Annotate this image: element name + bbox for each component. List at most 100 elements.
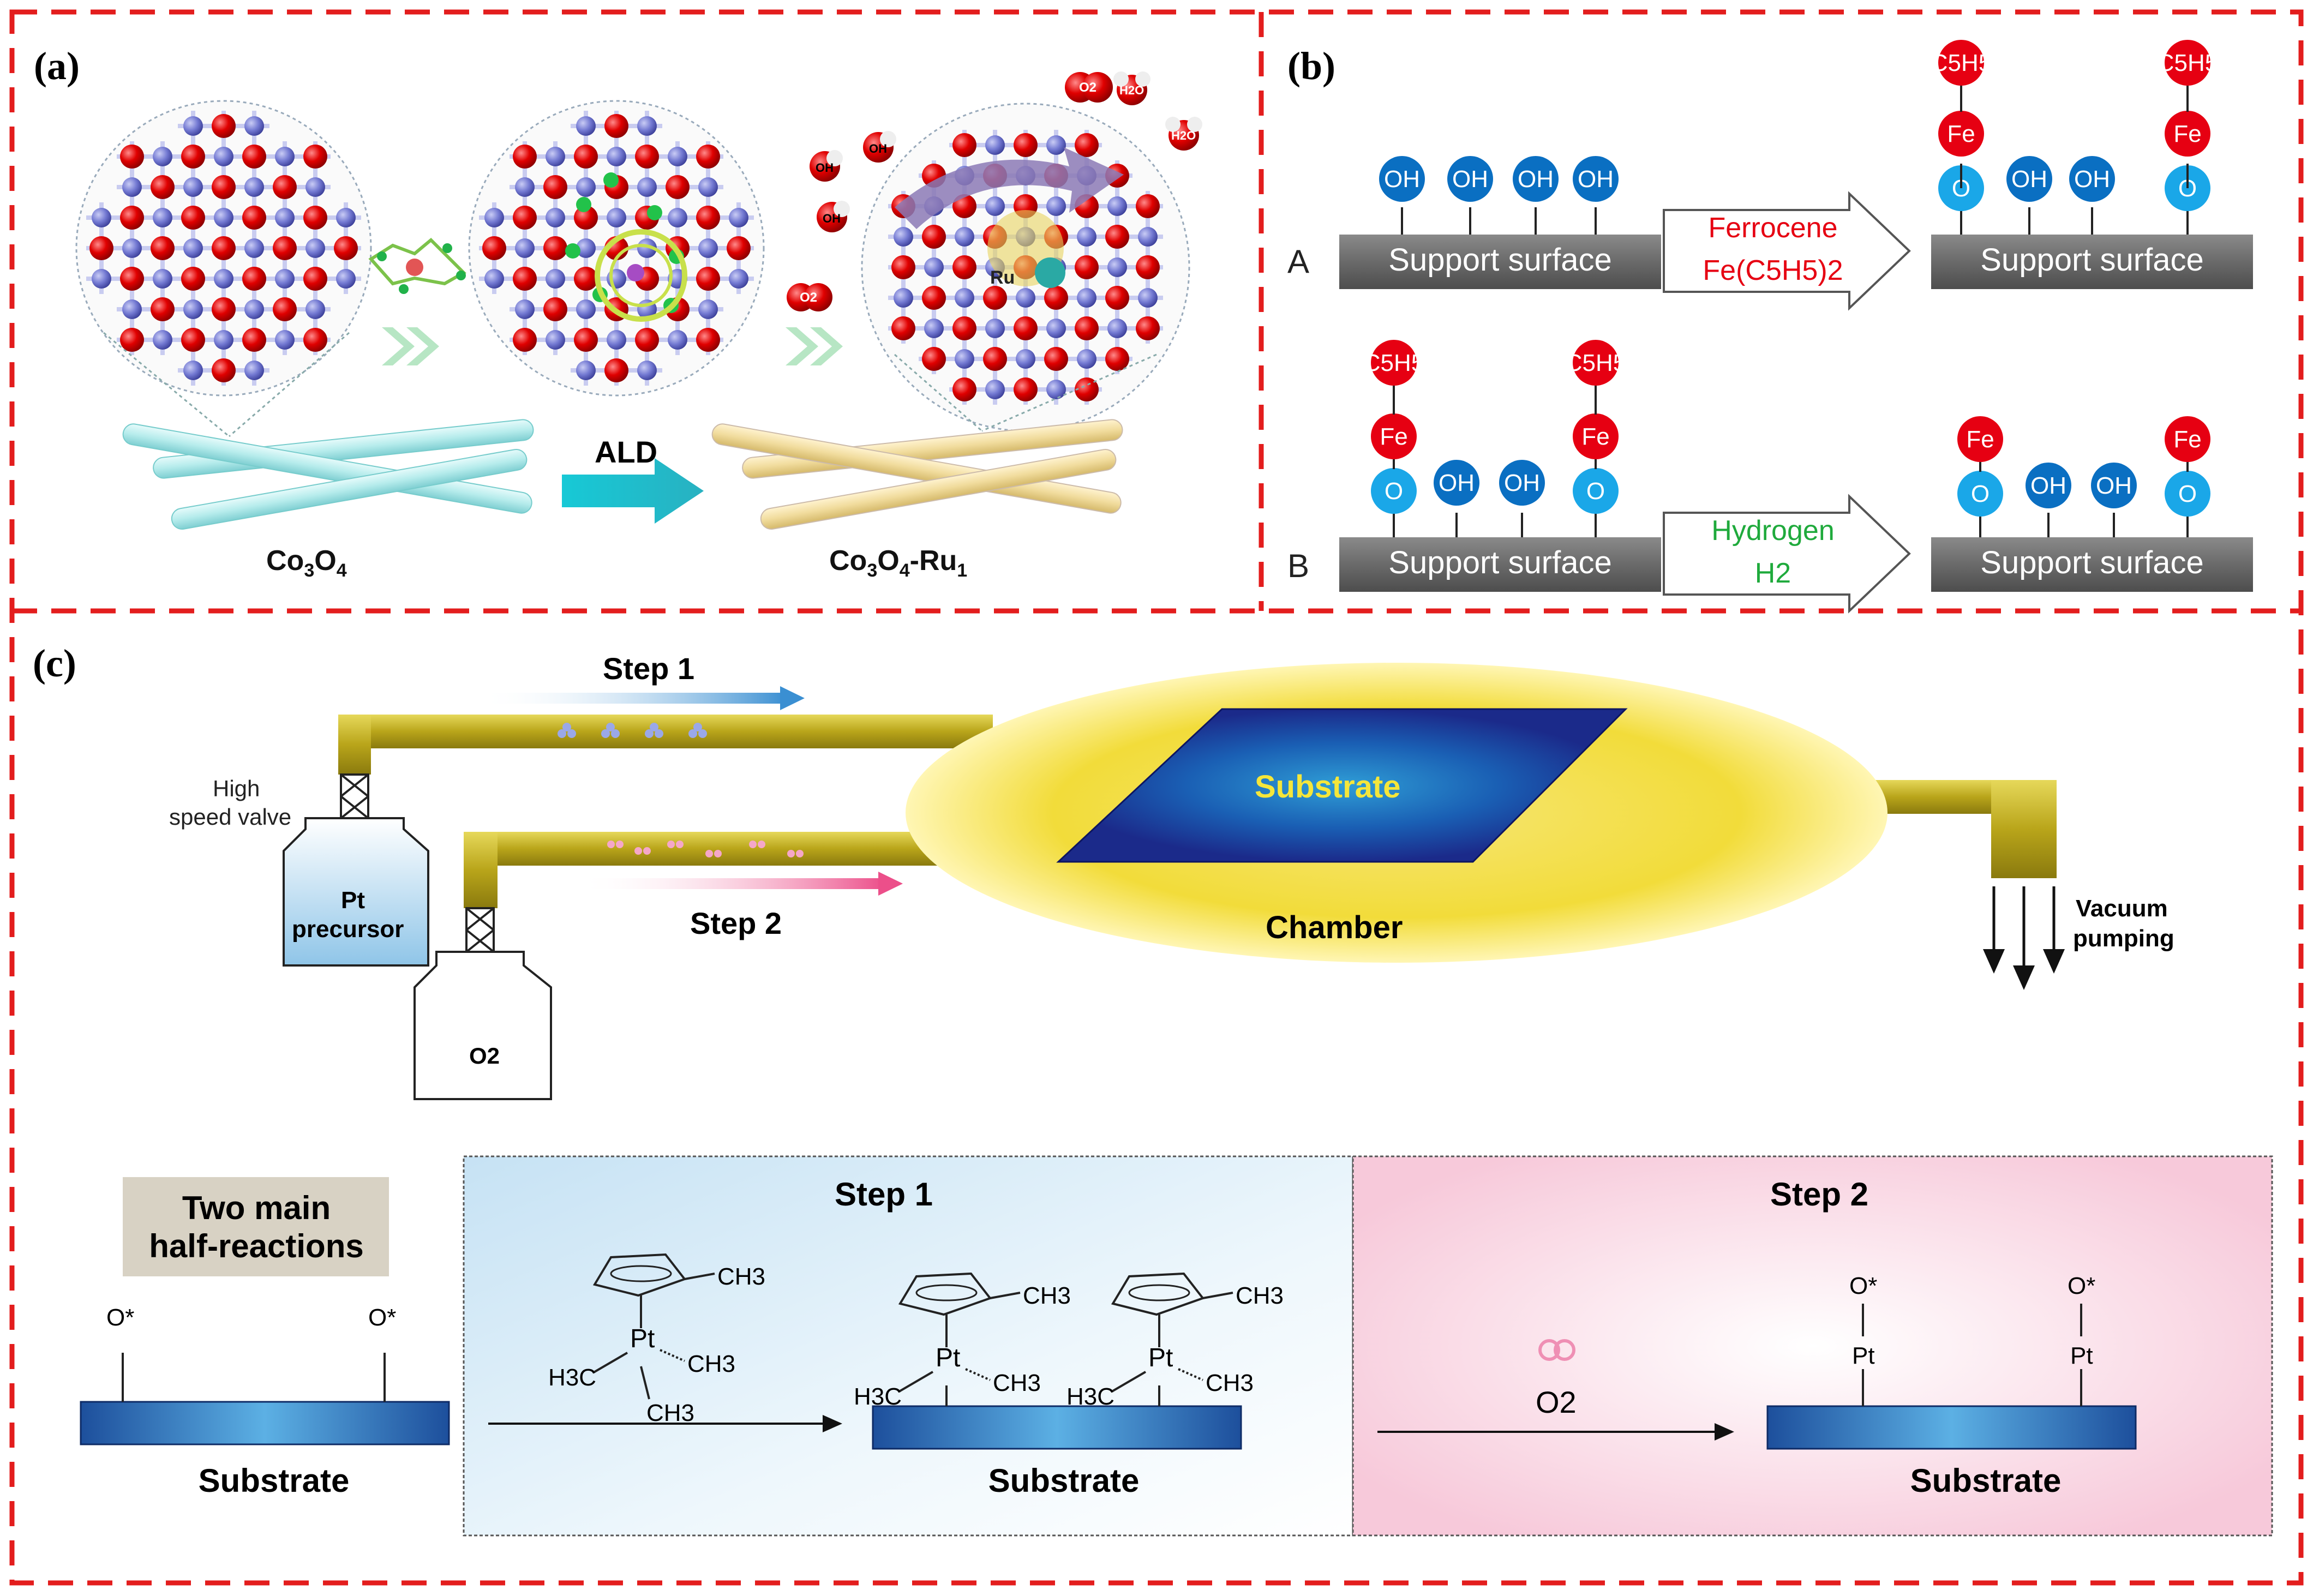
panel-frames	[9, 9, 2304, 1586]
reaction-arrow	[1663, 494, 1911, 614]
cobalt-atom	[244, 361, 264, 380]
cobalt-atom	[698, 299, 718, 319]
support-surface	[1931, 235, 2253, 289]
ru-label: Ru	[990, 267, 1015, 288]
oxygen-atom	[513, 145, 537, 169]
svg-text:OH: OH	[2074, 166, 2110, 193]
panel-a-label: (a)	[34, 44, 80, 88]
cobalt-atom	[985, 135, 1005, 155]
cobalt-atom	[214, 147, 233, 166]
label-co3o4: Co3O4	[266, 545, 347, 581]
svg-text:C5H5: C5H5	[1931, 50, 1992, 76]
cobalt-atom	[183, 238, 203, 258]
svg-text:OH: OH	[1578, 166, 1614, 193]
oxygen-atom	[1075, 255, 1099, 279]
oh-group: OH	[2091, 463, 2137, 508]
oxygen-atom	[1075, 316, 1099, 340]
ald-arrow: ALD	[562, 435, 704, 524]
ligand-atom	[603, 172, 619, 188]
cobalt-atom	[153, 147, 172, 166]
svg-text:O*: O*	[106, 1304, 134, 1331]
oxygen-atom	[666, 175, 690, 199]
oxygen-atom	[151, 297, 175, 321]
cobalt-atom	[153, 208, 172, 227]
oxygen-atom	[1075, 133, 1099, 157]
svg-text:H3C: H3C	[1066, 1383, 1114, 1410]
svg-text:Ferrocene: Ferrocene	[1709, 212, 1838, 244]
oxygen-atom	[1105, 286, 1129, 310]
cobalt-atom	[607, 147, 626, 166]
svg-text:C5H5: C5H5	[1363, 350, 1425, 376]
h2o-molecule: H2O	[1113, 71, 1150, 105]
cobalt-atom	[924, 257, 944, 277]
oh-group: OH	[1573, 156, 1619, 202]
oxygen-atom	[574, 328, 598, 352]
oh-group: OH	[1499, 460, 1545, 506]
oxygen-atom	[635, 145, 659, 169]
row-a-label: A	[1287, 243, 1309, 280]
c5h5-ligand: C5H5	[1565, 340, 1626, 386]
support-surface	[1931, 537, 2253, 592]
oxygen-atom	[574, 267, 598, 291]
svg-text:OH: OH	[1452, 166, 1488, 193]
row-b-label: B	[1287, 548, 1309, 584]
cobalt-atom	[576, 116, 596, 136]
oxygen-atom	[212, 297, 236, 321]
oxygen-atom	[1044, 347, 1068, 371]
cobalt-atom	[1107, 319, 1127, 338]
pt-o-product: O* Pt O* Pt	[1849, 1273, 2095, 1406]
cobalt-atom	[1046, 319, 1066, 338]
cobalt-atom	[153, 330, 172, 350]
svg-text:Pt: Pt	[936, 1343, 960, 1372]
o2-bottle	[414, 951, 552, 1100]
cobalt-atom	[546, 330, 565, 350]
svg-text:OH: OH	[1439, 470, 1475, 496]
svg-text:OH: OH	[1518, 166, 1554, 193]
svg-text:CH3: CH3	[646, 1400, 694, 1426]
oxygen-atom	[1075, 377, 1099, 401]
cobalt-atom	[1077, 288, 1096, 308]
cobalt-atom	[183, 361, 203, 380]
svg-text:Pt: Pt	[2070, 1342, 2093, 1369]
svg-text:O*: O*	[368, 1304, 396, 1331]
oxygen-atom	[891, 316, 915, 340]
o-group: O	[1573, 468, 1619, 514]
molecules: OH OH OH O2 O2 H2O H2O	[787, 71, 1202, 311]
oxygen-atom	[242, 206, 266, 230]
cobalt-atom	[244, 238, 264, 258]
svg-text:CH3: CH3	[687, 1351, 735, 1377]
cobalt-atom	[244, 116, 264, 136]
svg-text:Fe: Fe	[1947, 121, 1975, 147]
svg-text:Support surface: Support surface	[1388, 242, 1611, 278]
svg-text:CH3: CH3	[993, 1370, 1041, 1396]
cobalt-atom	[637, 361, 657, 380]
oh-group: OH	[1447, 156, 1493, 202]
oh-molecule: OH	[863, 131, 896, 163]
o2-molecule: O2	[787, 283, 832, 311]
cobalt-atom	[955, 288, 974, 308]
oxygen-atom	[303, 206, 327, 230]
cobalt-atom	[576, 177, 596, 197]
step2-arrow	[578, 878, 884, 889]
o2-molecule: O2	[1065, 72, 1113, 103]
cobalt-atom	[576, 238, 596, 258]
svg-text:Support surface: Support surface	[1980, 242, 2203, 278]
chamber-label: Chamber	[1266, 910, 1403, 945]
svg-text:Pt: Pt	[1148, 1343, 1173, 1372]
svg-text:OH: OH	[2096, 472, 2132, 499]
oxygen-atom	[303, 328, 327, 352]
oxygen-atom	[482, 236, 506, 260]
cobalt-atom	[1138, 227, 1158, 247]
pt-precursor-label: Pt	[341, 887, 365, 914]
cobalt-atom	[668, 147, 687, 166]
oh-molecule: OH	[810, 150, 843, 182]
crystal-structure-co3o4-ru1: Ru	[861, 103, 1190, 432]
oxygen-atom	[952, 255, 976, 279]
high-speed-valve	[340, 773, 369, 819]
step1-arrow	[480, 693, 786, 704]
cobalt-atom	[244, 177, 264, 197]
svg-text:H2: H2	[1755, 557, 1791, 589]
cobalt-atom	[546, 208, 565, 227]
svg-text:Substrate: Substrate	[199, 1462, 350, 1499]
step2-label: Step 2	[690, 906, 782, 940]
